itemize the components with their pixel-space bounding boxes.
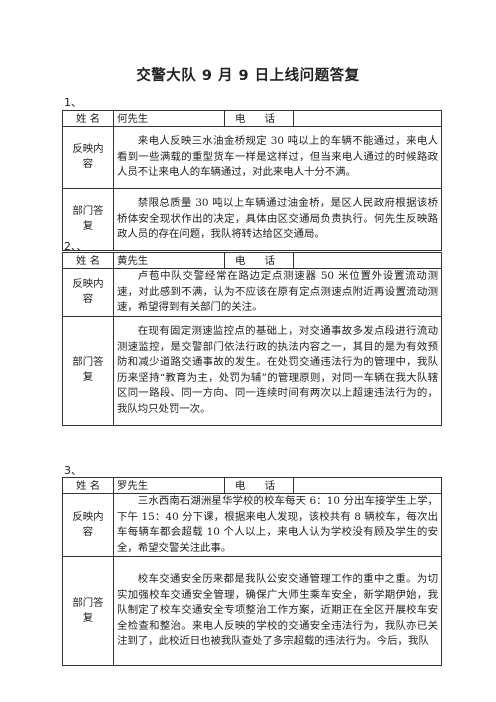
case-number: 3、 <box>64 464 82 477</box>
reflect-label: 反映内容 <box>62 493 114 557</box>
reflect-label: 反映内容 <box>62 268 114 317</box>
caller-name: 罗先生 <box>113 477 225 494</box>
case-number: 2、、 <box>64 240 88 253</box>
caller-phone <box>293 252 442 269</box>
reflect-label: 反映内容 <box>62 126 114 189</box>
phone-label: 电 话 <box>224 110 294 127</box>
caller-name: 何先生 <box>113 110 225 127</box>
name-label: 姓 名 <box>62 252 114 269</box>
reflect-content: 来电人反映三水油金桥规定 30 吨以上的车辆不能通过，来电人看到一些满载的重型货… <box>113 126 442 189</box>
reply-content: 校车交通安全历来都是我队公安交通管理工作的重中之重。为切实加强校车交通安全管理，… <box>113 556 442 666</box>
name-label: 姓 名 <box>62 477 114 494</box>
phone-label: 电 话 <box>224 477 294 494</box>
page-title: 交警大队 9 月 9 日上线问题答复 <box>136 68 360 84</box>
reflect-content: 三水西南石湖洲星华学校的校车每天 6：10 分出车接学生上学，下午 15：40 … <box>113 493 442 557</box>
reply-label: 部门答复 <box>62 556 114 666</box>
phone-label: 电 话 <box>224 252 294 269</box>
reply-content: 禁限总质量 30 吨以上车辆通过油金桥，是区人民政府根据该桥桥体安全现状作出的决… <box>113 188 442 251</box>
case-table: 姓 名 罗先生 电 话 反映内容 三水西南石湖洲星华学校的校车每天 6：10 分… <box>62 477 442 666</box>
reply-label: 部门答复 <box>62 188 114 251</box>
reply-label: 部门答复 <box>62 315 114 426</box>
case-table: 姓 名 黄先生 电 话 反映内容 卢苞中队交警经常在路边定点测速器 50 米位置… <box>62 252 442 426</box>
case-number: 1、 <box>64 96 82 109</box>
caller-phone <box>293 477 442 494</box>
reply-content: 在现有固定测速监控点的基础上，对交通事故多发点段进行流动测速监控，是交警部门依法… <box>113 315 442 426</box>
case-table: 姓 名 何先生 电 话 反映内容 来电人反映三水油金桥规定 30 吨以上的车辆不… <box>62 110 442 251</box>
name-label: 姓 名 <box>62 110 114 127</box>
caller-phone <box>293 110 442 127</box>
reflect-content: 卢苞中队交警经常在路边定点测速器 50 米位置外设置流动测速，对此感到不满，认为… <box>113 268 442 317</box>
caller-name: 黄先生 <box>113 252 225 269</box>
